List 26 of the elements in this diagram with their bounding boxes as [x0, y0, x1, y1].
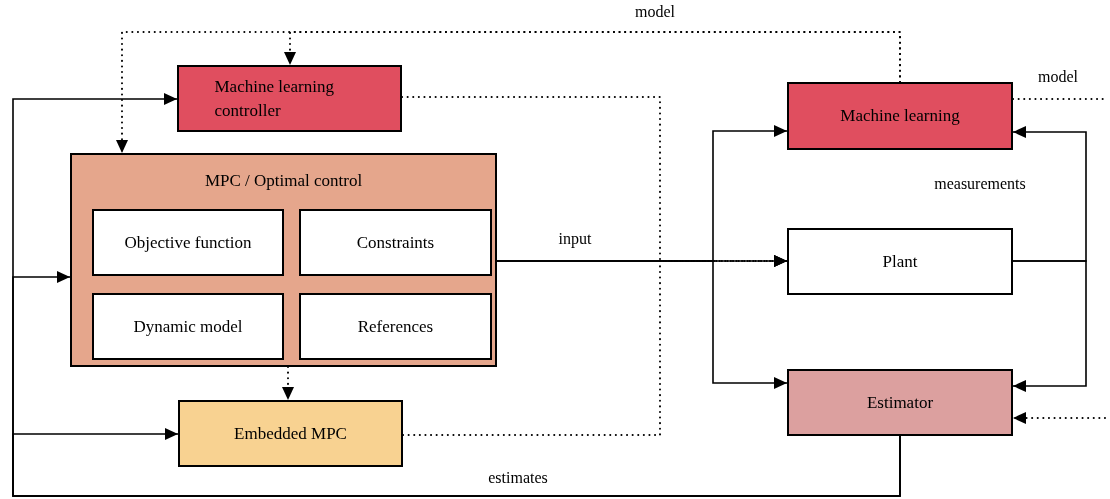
dotted-arrow — [284, 31, 901, 83]
node-label: Objective function — [124, 231, 252, 254]
component-box — [92, 209, 284, 276]
arrow — [12, 428, 901, 497]
process-box — [787, 82, 1013, 150]
node-label: Machine learning — [840, 105, 960, 127]
dotted-arrow — [1012, 412, 1106, 424]
process-box — [787, 369, 1013, 436]
node-label: Plant — [882, 250, 918, 273]
controller-box — [178, 400, 403, 467]
node-label: Machine learning controller — [214, 75, 335, 122]
node-label: Constraints — [356, 231, 435, 254]
arrow — [496, 260, 788, 389]
node-label: Estimator — [866, 391, 934, 414]
component-box — [299, 209, 492, 276]
process-box — [787, 228, 1013, 295]
control-group-box — [70, 153, 497, 367]
component-box — [92, 293, 284, 360]
node-label: Embedded MPC — [234, 422, 347, 445]
arrow — [1012, 126, 1087, 262]
component-box — [299, 293, 492, 360]
node-label: References — [357, 315, 434, 338]
node-label: Dynamic model — [133, 315, 243, 338]
arrow — [1012, 260, 1087, 392]
controller-box — [177, 65, 402, 132]
node-label: MPC / Optimal control — [204, 170, 363, 192]
